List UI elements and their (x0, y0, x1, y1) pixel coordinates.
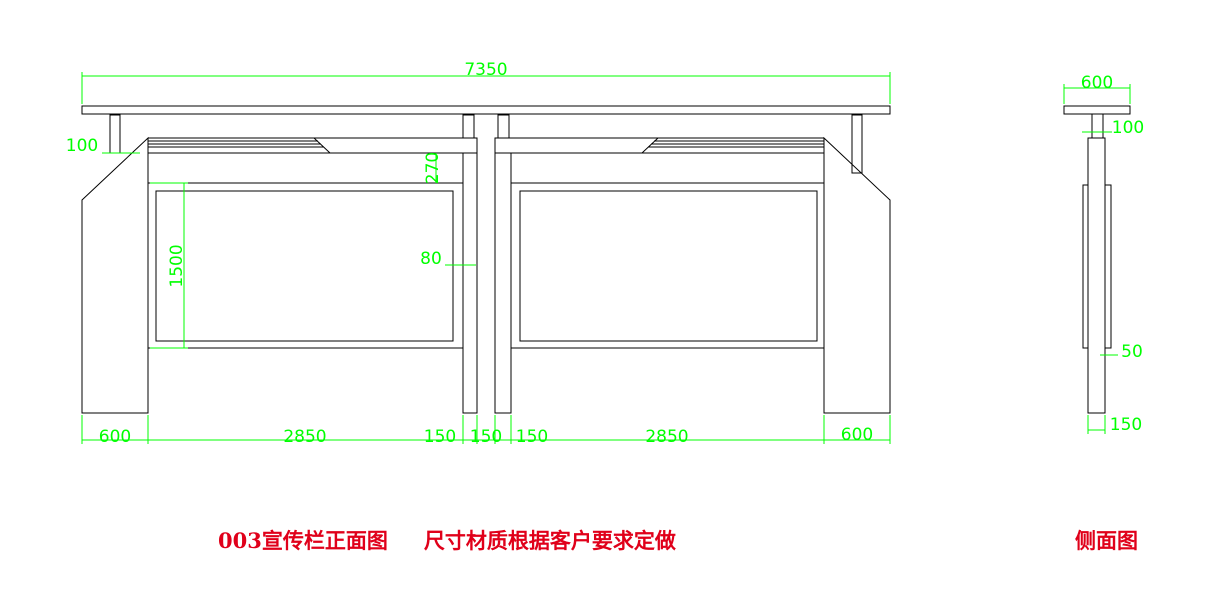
post-center-right (497, 114, 510, 139)
dim-total-width: 7350 (464, 60, 507, 80)
right-top-trim (494, 137, 660, 154)
dim-frame-width: 80 (420, 249, 442, 269)
dim-right-wing: 600 (841, 425, 873, 445)
dim-center-post-left: 150 (424, 427, 456, 447)
dim-side-post: 100 (1112, 118, 1144, 138)
post-left (109, 114, 121, 154)
side-board-right (1104, 184, 1112, 349)
dim-panel-height: 1500 (167, 244, 187, 287)
front-view (81, 105, 891, 414)
right-board-outline (494, 137, 824, 414)
dim-header-height: 270 (423, 152, 443, 184)
dim-right-panel: 2850 (645, 427, 688, 447)
dim-left-wing: 600 (99, 427, 131, 447)
left-wing (81, 136, 149, 414)
customization-note: 尺寸材质根据客户要求定做 (423, 528, 676, 553)
dim-roof-thickness: 100 (66, 136, 98, 156)
right-display-panel (519, 190, 818, 342)
dim-side-board: 50 (1121, 342, 1143, 362)
dim-side-roof-depth: 600 (1081, 73, 1113, 93)
post-center-left (462, 114, 475, 139)
side-roof (1063, 105, 1131, 115)
side-column (1087, 137, 1106, 414)
right-wing (823, 136, 891, 414)
roof (81, 105, 891, 115)
dimension-lines (81, 72, 1131, 444)
dim-left-panel: 2850 (283, 427, 326, 447)
side-post (1091, 113, 1104, 139)
side-view-title: 侧面图 (1075, 528, 1138, 553)
left-top-trim (312, 137, 478, 154)
dim-center-post-mid: 150 (470, 427, 502, 447)
dim-side-base: 150 (1110, 415, 1142, 435)
post-right (851, 114, 863, 174)
front-view-title: 003宣传栏正面图 (218, 528, 388, 553)
left-display-panel (155, 190, 454, 342)
side-board-left (1082, 184, 1089, 349)
side-view (1063, 105, 1131, 414)
dimension-labels: 7350 600 2850 150 150 150 2850 600 100 2… (66, 60, 1144, 447)
dim-center-post-right: 150 (516, 427, 548, 447)
front-view-caption: 003宣传栏正面图 尺寸材质根据客户要求定做 (218, 529, 676, 553)
